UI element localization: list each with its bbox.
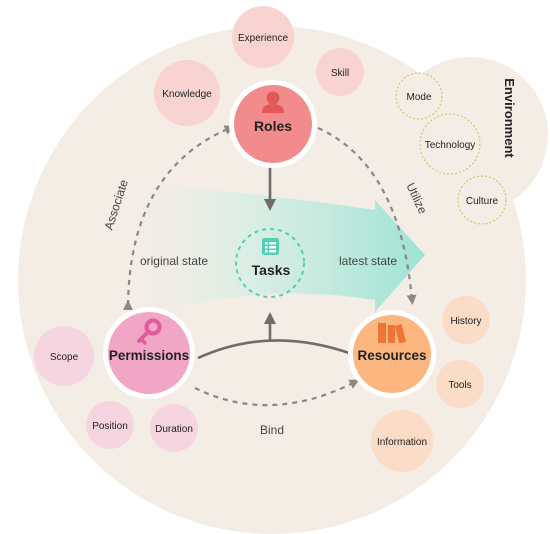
scope-circle [34,326,94,386]
tasks-label: Tasks [252,262,291,278]
culture-circle [457,175,507,225]
permissions-attribute-duration: Duration [155,424,193,435]
environment-item-technology: Technology [425,140,476,151]
roles-node [234,85,312,163]
permissions-node [108,312,190,394]
environment-title: Environment [502,78,517,158]
associate-edge [122,125,235,311]
tasks-node [235,228,305,298]
environment-item-mode: Mode [406,92,431,103]
environment-blob [392,57,548,213]
knowledge-circle [154,60,220,126]
original-state-label: original state [140,254,208,268]
mode-circle [395,72,443,120]
permissions-attribute-position: Position [92,421,128,432]
tools-circle [436,360,484,408]
experience-circle [232,6,294,68]
technology-circle [419,113,481,175]
roles-label: Roles [254,118,292,134]
checklist-icon [262,238,279,255]
history-circle [442,296,490,344]
resources-attribute-history: History [450,316,481,327]
environment-item-culture: Culture [466,196,499,207]
bind-edge [194,379,360,407]
resources-attribute-tools: Tools [448,380,471,391]
resources-attribute-information: Information [377,437,427,448]
roles-attribute-skill: Skill [331,68,349,79]
bind-label: Bind [260,423,284,437]
latest-state-label: latest state [339,254,397,268]
permissions-resources-arc [197,339,353,360]
roles-attribute-experience: Experience [238,33,288,44]
utilize-edge [317,126,417,305]
person-icon [262,91,284,113]
information-circle [371,410,433,472]
resources-node [353,315,431,393]
roles-attribute-knowledge: Knowledge [162,89,212,100]
environment-group: Environment Mode Technology Culture [395,72,517,225]
permissions-label: Permissions [109,348,189,363]
resources-label: Resources [357,348,426,363]
permissions-attribute-scope: Scope [50,352,79,363]
position-circle [86,401,134,449]
duration-circle [150,404,198,452]
key-icon [137,318,162,345]
skill-circle [316,48,364,96]
books-icon [378,323,407,344]
